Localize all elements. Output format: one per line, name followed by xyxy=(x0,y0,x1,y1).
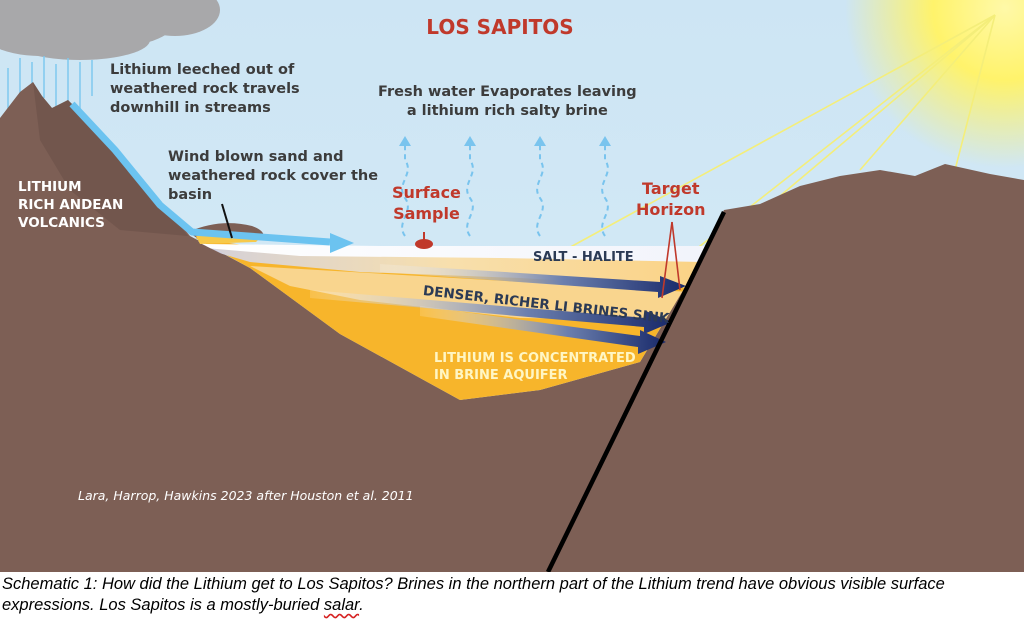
surface-sample-label: Surface Sample xyxy=(392,183,461,223)
surface-sample-marker xyxy=(415,239,433,249)
spellcheck-word: salar xyxy=(323,596,360,614)
figure-caption: Schematic 1: How did the Lithium get to … xyxy=(2,575,945,614)
fault-line xyxy=(545,211,727,573)
volcano-shade xyxy=(33,82,188,236)
diagram-title: LOS SAPITOS xyxy=(426,15,574,39)
stream xyxy=(69,101,331,246)
evaporation-arrowheads xyxy=(399,136,611,146)
target-horizon-pointers xyxy=(661,221,681,299)
left-volcano xyxy=(0,82,724,572)
wind-note: Wind blown sand and weathered rock cover… xyxy=(168,149,379,203)
evaporation-note: Fresh water Evaporates leaving a lithium… xyxy=(378,84,637,119)
citation: Lara, Harrop, Hawkins 2023 after Houston… xyxy=(78,488,414,503)
sediment-band-lower xyxy=(250,266,690,320)
rain-cloud xyxy=(0,0,220,60)
stream-note: Lithium leeched out of weathered rock tr… xyxy=(110,62,300,116)
wind-pointer xyxy=(221,203,233,239)
brine-arrows xyxy=(310,264,686,354)
salt-layer-label: SALT - HALITE xyxy=(533,250,634,265)
target-horizon-label: Target Horizon xyxy=(636,179,706,219)
stream-arrowhead xyxy=(330,233,354,253)
aquifer-label: LITHIUM IS CONCENTRATED IN BRINE AQUIFER xyxy=(434,351,636,383)
right-highland xyxy=(548,164,1024,572)
diagram-stage: LOS SAPITOS LITHIUM RICH ANDEAN VOLCANIC… xyxy=(0,0,1024,573)
evaporation-arrows xyxy=(401,144,609,237)
volcanics-label: LITHIUM RICH ANDEAN VOLCANICS xyxy=(18,179,124,231)
diagram-scene xyxy=(0,0,1024,573)
